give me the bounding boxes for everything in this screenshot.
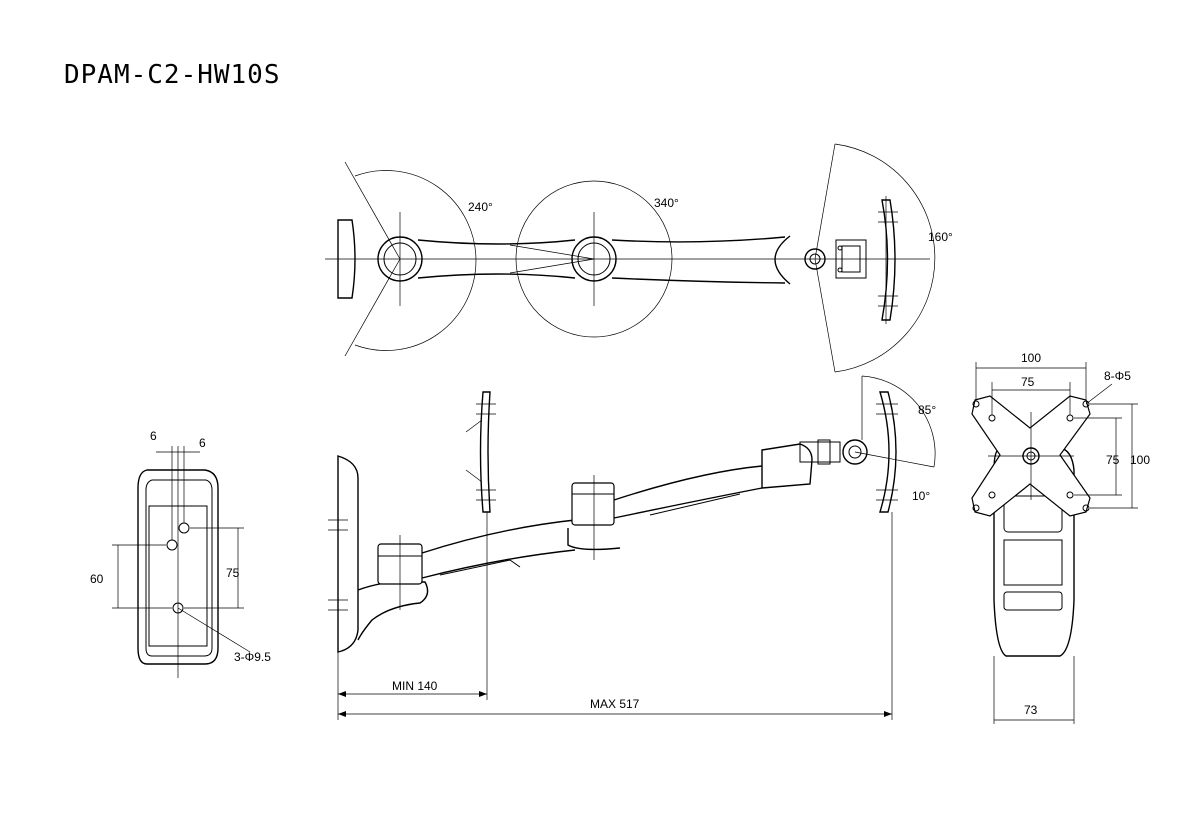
label-angle-340: 340° [654,196,679,210]
vesa-plate-view: 100 75 8-Φ5 75 100 73 [971,351,1150,724]
top-joint-3 [804,248,826,270]
side-folded-plate [479,391,491,513]
label-max-reach: MAX 517 [590,697,640,711]
base-plate-view: 6 6 60 75 3-Φ9.5 [90,429,271,678]
base-plate-outline [137,469,219,665]
label-angle-160: 160° [928,230,953,244]
base-hole-2 [166,539,178,551]
side-wall-plate [337,455,359,653]
top-arc-240 [354,170,477,351]
side-tilt-joint [842,439,868,465]
model-title: DPAM-C2-HW10S [64,60,281,90]
label-base-60: 60 [90,572,104,586]
top-view: 240° 340° 160° [325,143,953,373]
top-arc-240-leader-b [344,258,401,357]
label-tilt-85: 85° [918,403,936,417]
label-vesa-75-top: 75 [1021,375,1035,389]
base-hole-1 [178,522,190,534]
top-arc-240-leader-a [344,161,401,260]
label-vesa-100-side: 100 [1130,453,1150,467]
base-hole-3 [172,602,184,614]
label-vesa-75-side: 75 [1106,453,1120,467]
top-head-bracket [835,239,867,279]
side-vesa-plate [879,391,897,513]
side-joint-2 [571,482,615,526]
top-wall-plate [337,219,356,299]
vesa-bracket-body [993,447,1075,657]
side-wall-bracket [357,581,429,641]
label-vesa-73: 73 [1024,703,1038,717]
side-view: 85° 10° MIN 140 MAX 517 [328,375,936,720]
label-base-75: 75 [226,566,240,580]
top-arc-160 [834,143,936,373]
label-base-6-left: 6 [150,429,157,443]
label-min-reach: MIN 140 [392,679,438,693]
top-arc-340 [515,180,673,338]
top-vesa-plate [881,199,896,321]
side-head [761,443,813,489]
label-base-6-right: 6 [199,436,206,450]
label-angle-240: 240° [468,200,493,214]
label-base-holes: 3-Φ9.5 [234,650,271,664]
label-vesa-holes: 8-Φ5 [1104,369,1131,383]
label-vesa-100-top: 100 [1021,351,1041,365]
side-tilt-arc [861,375,936,468]
label-tilt-10: 10° [912,489,930,503]
